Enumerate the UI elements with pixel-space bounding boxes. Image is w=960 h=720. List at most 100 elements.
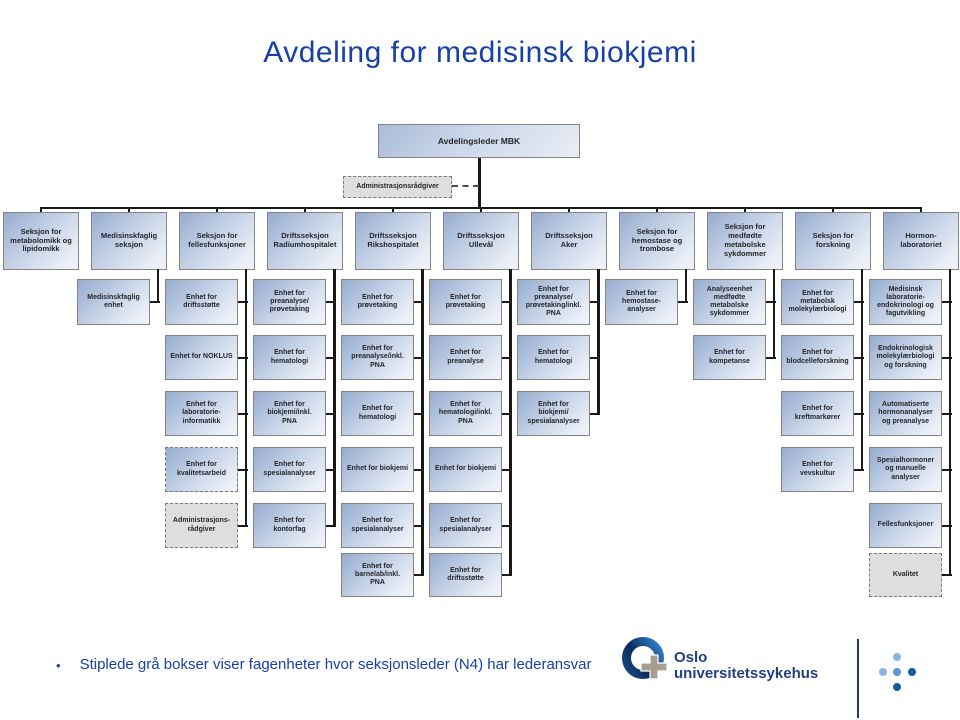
org-section-box: Hormon- laboratoriet	[883, 212, 959, 270]
org-unit-box: Enhet for kompetanse	[693, 335, 766, 380]
org-unit-box: Kvalitet	[869, 553, 942, 597]
org-unit-box: Enhet for prøvetaking	[429, 279, 502, 325]
header-stub-line	[392, 207, 394, 213]
unit-stub-line	[326, 412, 336, 415]
unit-stub-line	[766, 356, 776, 359]
org-unit-box: Enhet for biokjemi	[341, 447, 414, 492]
org-section-box: Seksjon for forskning	[795, 212, 871, 270]
org-unit-box: Enhet for prøvetaking	[341, 279, 414, 325]
unit-stub-line	[854, 356, 864, 359]
unit-stub-line	[326, 468, 336, 471]
unit-stub-line	[414, 524, 424, 527]
org-unit-box: Enhet for preanalyse/inkl. PNA	[341, 335, 414, 380]
org-unit-box: Enhet for metabolsk molekylærbiologi	[781, 279, 854, 325]
org-unit-box: Enhet for driftsstøtte	[165, 279, 238, 325]
logo-line2: universitetssykehus	[674, 665, 819, 682]
advisor-box: Administrasjonsrådgiver	[343, 176, 452, 198]
drop-line	[597, 269, 600, 415]
org-unit-box: Spesialhormoner og manuelle analyser	[869, 447, 942, 492]
org-unit-box: Enhet for kvalitetsarbeid	[165, 447, 238, 492]
org-unit-box: Endokrinologisk molekylærbiologi og fors…	[869, 335, 942, 380]
org-unit-box: Enhet for preanalyse/ prøvetaking	[253, 279, 326, 325]
org-section-box: Driftsseksjon Aker	[531, 212, 607, 270]
org-unit-box: Medisinsk laboratorie- endokrinologi og …	[869, 279, 942, 325]
org-section-box: Driftsseksjon Rikshospitalet	[355, 212, 431, 270]
unit-stub-line	[854, 468, 864, 471]
org-unit-box: Enhet for barnelab/inkl. PNA	[341, 553, 414, 597]
org-unit-box: Enhet for preanalyse/ prøvetaking/inkl. …	[517, 279, 590, 325]
drop-line	[157, 269, 159, 303]
org-root-box: Avdelingsleder MBK	[378, 124, 580, 158]
org-section-box: Seksjon for fellesfunksjoner	[179, 212, 255, 270]
unit-stub-line	[502, 574, 512, 576]
header-stub-line	[920, 207, 922, 213]
org-section-box: Medisinskfaglig seksjon	[91, 212, 167, 270]
org-unit-box: Enhet for hemostase- analyser	[605, 279, 678, 325]
unit-stub-line	[502, 412, 512, 415]
unit-stub-line	[942, 356, 952, 359]
org-section-box: Seksjon for hemostase og trombose	[619, 212, 695, 270]
org-unit-box: Enhet for vevskultur	[781, 447, 854, 492]
unit-stub-line	[678, 301, 688, 303]
trunk-line	[478, 158, 481, 208]
unit-stub-line	[942, 574, 952, 576]
unit-stub-line	[942, 468, 952, 471]
unit-stub-line	[238, 412, 248, 415]
header-stub-line	[128, 207, 130, 213]
ous-logo: Oslo universitetssykehus	[620, 636, 818, 686]
org-unit-box: Enhet for hematologi	[517, 335, 590, 380]
unit-stub-line	[854, 301, 864, 303]
org-unit-box: Enhet for hematologi	[341, 391, 414, 436]
footnote-text: Stiplede grå bokser viser fagenheter hvo…	[79, 656, 592, 673]
unit-stub-line	[414, 574, 424, 576]
org-unit-box: Enhet for laboratorie- informatikk	[165, 391, 238, 436]
org-unit-box: Enhet for driftsstøtte	[429, 553, 502, 597]
org-unit-box: Enhet for kreftmarkører	[781, 391, 854, 436]
org-section-box: Seksjon for metabolomikk og lipidomikk	[3, 212, 79, 270]
org-unit-box: Enhet for biokjemi/inkl. PNA	[253, 391, 326, 436]
unit-stub-line	[238, 301, 248, 303]
unit-stub-line	[414, 468, 424, 471]
header-stub-line	[40, 207, 42, 213]
unit-stub-line	[942, 412, 952, 415]
drop-line	[509, 269, 512, 576]
org-unit-box: Administrasjons- rådgiver	[165, 503, 238, 548]
drop-line	[773, 269, 775, 359]
header-stub-line	[216, 207, 218, 213]
header-stub-line	[656, 207, 658, 213]
footnote: • Stiplede grå bokser viser fagenheter h…	[56, 656, 592, 675]
org-unit-box: Analyseenhet medfødte metabolske sykdomm…	[693, 279, 766, 325]
org-section-box: Seksjon for medfødte metabolske sykdomme…	[707, 212, 783, 270]
unit-stub-line	[766, 301, 776, 303]
header-stub-line	[744, 207, 746, 213]
unit-stub-line	[502, 524, 512, 527]
org-unit-box: Automatiserte hormonanalyser og preanaly…	[869, 391, 942, 436]
unit-stub-line	[414, 412, 424, 415]
org-unit-box: Enhet for biokjemi/ spesialanalyser	[517, 391, 590, 436]
org-unit-box: Medisinskfaglig enhet	[77, 279, 150, 325]
org-unit-box: Enhet for blodcelleforskning	[781, 335, 854, 380]
ous-ring-cross-logo-icon	[622, 637, 668, 680]
logo-line1: Oslo	[674, 649, 708, 666]
drop-line	[861, 269, 863, 471]
logo-text: Oslo universitetssykehus	[674, 650, 818, 682]
org-section-box: Driftsseksjon Radiumhospitalet	[267, 212, 343, 270]
unit-stub-line	[326, 356, 336, 359]
org-unit-box: Enhet for spesialanalyser	[253, 447, 326, 492]
unit-stub-line	[942, 301, 952, 303]
org-unit-box: Enhet for spesialanalyser	[429, 503, 502, 548]
unit-stub-line	[414, 356, 424, 359]
footnote-bullet: •	[56, 658, 61, 673]
unit-stub-line	[502, 356, 512, 359]
org-unit-box: Enhet for hematologi	[253, 335, 326, 380]
unit-stub-line	[238, 468, 248, 471]
unit-stub-line	[414, 301, 424, 303]
unit-stub-line	[590, 412, 600, 415]
drop-line	[245, 269, 247, 527]
header-stub-line	[304, 207, 306, 213]
unit-stub-line	[854, 412, 864, 415]
cross-icon	[640, 654, 668, 680]
drop-line	[949, 269, 951, 576]
org-unit-box: Enhet for hematologi/inkl. PNA	[429, 391, 502, 436]
unit-stub-line	[326, 301, 336, 303]
